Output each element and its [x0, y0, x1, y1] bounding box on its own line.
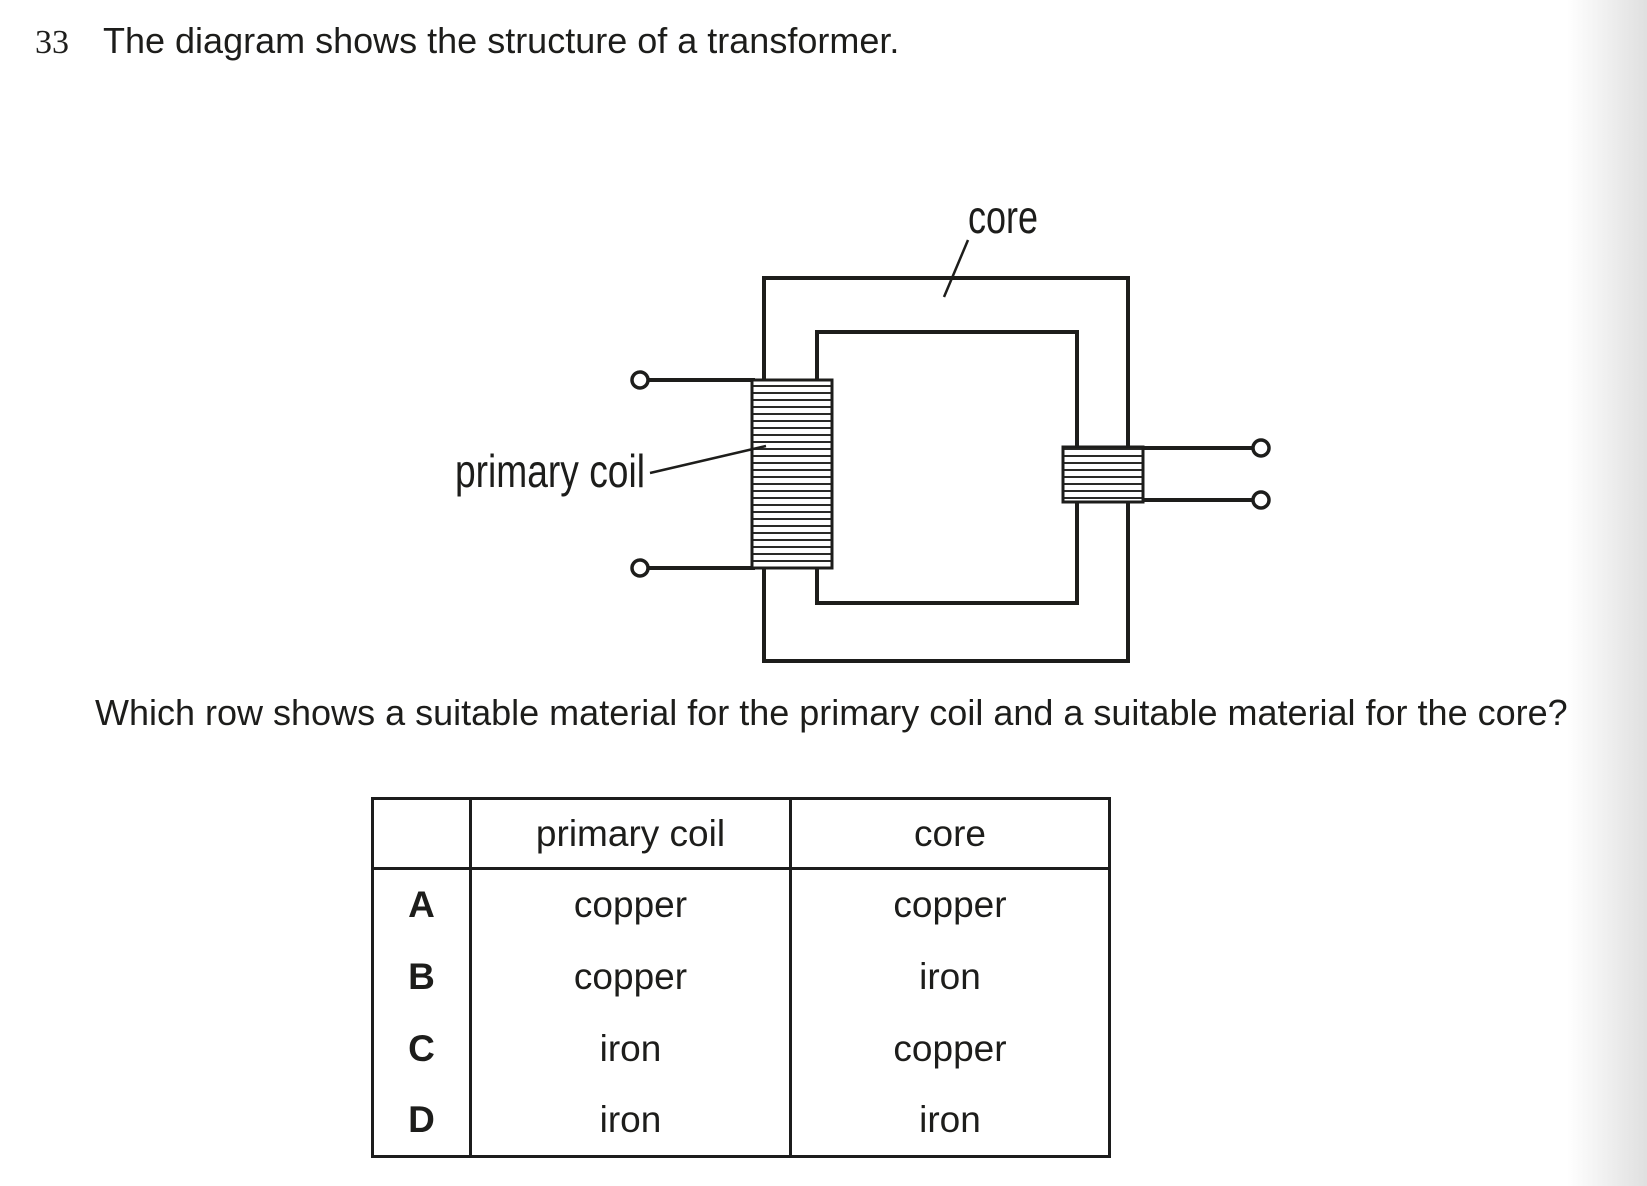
core-label: core — [968, 191, 1038, 243]
transformer-diagram: core primary coil — [455, 191, 1271, 663]
table-row-B: B copper iron — [372, 940, 1110, 1013]
table-row-C: C iron copper — [372, 1012, 1110, 1085]
scan-edge-shadow — [1567, 0, 1647, 1186]
option-letter: B — [372, 940, 472, 1013]
cell-primary-coil: iron — [470, 1084, 792, 1157]
primary-bottom-terminal — [630, 558, 650, 578]
table-row-A: A copper copper — [372, 868, 1110, 941]
primary-coil-winding — [750, 378, 834, 570]
cell-primary-coil: copper — [470, 940, 792, 1013]
cell-primary-coil: copper — [470, 868, 792, 941]
secondary-top-terminal — [1251, 438, 1271, 458]
primary-top-terminal — [630, 370, 650, 390]
secondary-bottom-terminal — [1251, 490, 1271, 510]
question-text: The diagram shows the structure of a tra… — [103, 20, 900, 61]
primary-coil-label: primary coil — [455, 445, 645, 497]
option-letter: A — [372, 868, 472, 941]
options-table: primary coil core A copper copper B copp… — [371, 797, 1111, 1158]
core-inner-window — [815, 330, 1079, 605]
option-letter: D — [372, 1084, 472, 1157]
cell-core: copper — [893, 884, 1007, 926]
cell-primary-coil: iron — [470, 1012, 792, 1085]
table-header-row: primary coil core — [372, 798, 1110, 870]
header-primary-coil: primary coil — [470, 798, 792, 870]
primary-coil-leader-line — [649, 444, 767, 475]
question-line: 33 The diagram shows the structure of a … — [35, 20, 899, 64]
question-prompt: Which row shows a suitable material for … — [95, 692, 1568, 733]
header-core: core — [790, 798, 1110, 870]
cell-core: iron — [919, 1098, 981, 1140]
question-number: 33 — [35, 24, 69, 61]
core-leader-line — [942, 239, 970, 298]
secondary-coil-winding — [1061, 445, 1145, 504]
cell-core: copper — [893, 1027, 1007, 1069]
cell-core: iron — [919, 955, 981, 997]
option-letter: C — [372, 1012, 472, 1085]
header-option-column — [372, 798, 472, 870]
table-row-D: D iron iron — [372, 1084, 1110, 1157]
